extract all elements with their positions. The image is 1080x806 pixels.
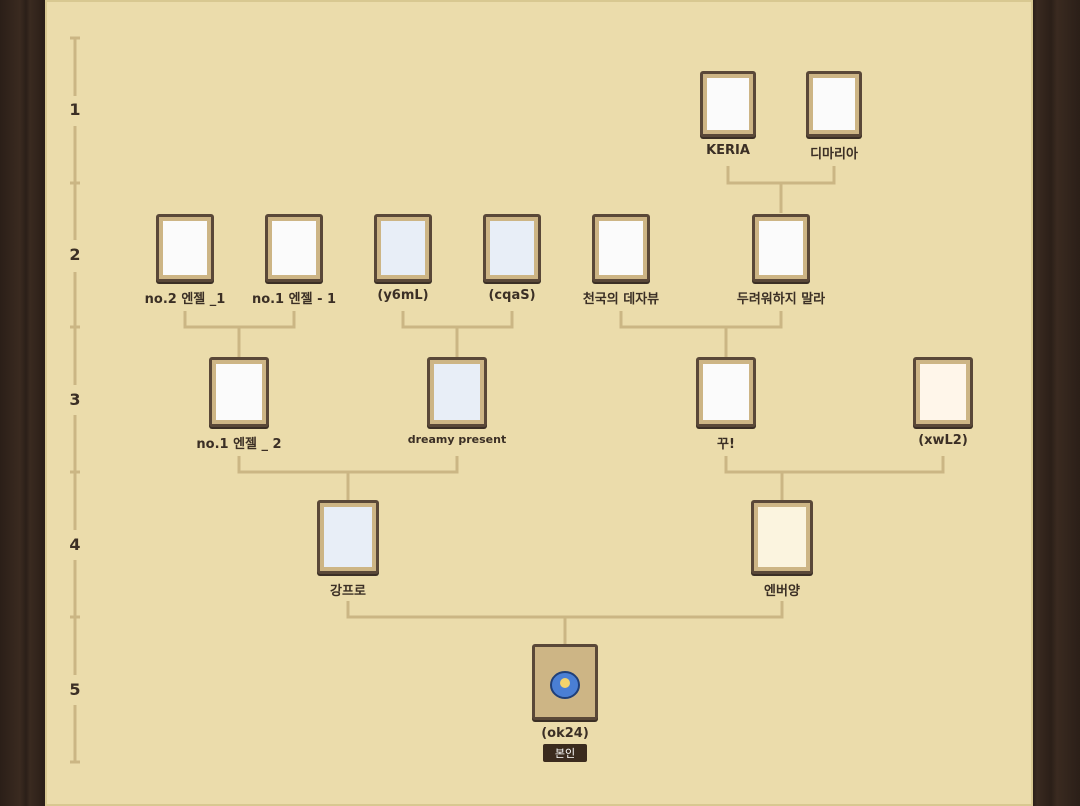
white-dragon-icon[interactable] bbox=[700, 71, 756, 137]
tree-node-no2-1[interactable]: no.2 엔젤 _1 bbox=[130, 214, 240, 307]
node-name: 강프로 bbox=[330, 584, 366, 599]
node-name: 디마리아 bbox=[810, 147, 858, 162]
node-name: no.1 엔젤 - 1 bbox=[251, 292, 337, 307]
node-name: (ok24) bbox=[541, 726, 589, 741]
tree-node-dimaria[interactable]: 디마리아 bbox=[779, 71, 889, 162]
node-name: dreamy present bbox=[407, 433, 507, 446]
white-dragon-icon[interactable] bbox=[265, 214, 323, 282]
left-frame bbox=[0, 0, 45, 806]
tree-node-xwl2[interactable]: (xwL2) bbox=[888, 357, 998, 448]
orange-dragon-icon[interactable] bbox=[913, 357, 973, 427]
tree-node-dreamy[interactable]: dreamy present bbox=[402, 357, 512, 446]
egg-icon[interactable] bbox=[532, 644, 598, 720]
tree-node-cqas[interactable]: (cqaS) bbox=[457, 214, 567, 303]
node-name: no.2 엔젤 _1 bbox=[144, 292, 226, 307]
generation-label: 5 bbox=[69, 680, 81, 699]
node-name: no.1 엔젤 _ 2 bbox=[196, 437, 282, 452]
node-name: 천국의 데자뷰 bbox=[582, 292, 660, 307]
tree-node-keria[interactable]: KERIA bbox=[673, 71, 783, 158]
tree-node-kku[interactable]: 꾸! bbox=[671, 357, 781, 452]
blue-dragon-icon[interactable] bbox=[483, 214, 541, 282]
tree-node-gangpro[interactable]: 강프로 bbox=[293, 500, 403, 599]
node-name: (xwL2) bbox=[918, 433, 968, 448]
generation-label: 3 bbox=[69, 390, 81, 409]
white-dragon-icon[interactable] bbox=[209, 357, 269, 427]
tree-node-heaven[interactable]: 천국의 데자뷰 bbox=[566, 214, 676, 307]
tree-node-enbeoyang[interactable]: 엔버양 bbox=[727, 500, 837, 599]
tree-node-y6ml[interactable]: (y6mL) bbox=[348, 214, 458, 303]
blue-dragon-icon[interactable] bbox=[317, 500, 379, 574]
blue-dragon-icon[interactable] bbox=[374, 214, 432, 282]
white-dragon-icon[interactable] bbox=[806, 71, 862, 137]
tree-node-no1-1[interactable]: no.1 엔젤 - 1 bbox=[239, 214, 349, 307]
gold-dragon-icon[interactable] bbox=[751, 500, 813, 574]
white-dragon-icon[interactable] bbox=[752, 214, 810, 282]
white-dragon-icon[interactable] bbox=[156, 214, 214, 282]
node-name: 엔버양 bbox=[764, 584, 800, 599]
generation-label: 4 bbox=[69, 535, 81, 554]
generation-label: 1 bbox=[69, 100, 81, 119]
node-name: 두려워하지 말라 bbox=[736, 292, 826, 307]
node-name: 꾸! bbox=[717, 437, 735, 452]
white-dragon-icon[interactable] bbox=[696, 357, 756, 427]
right-frame bbox=[1033, 0, 1080, 806]
tree-node-no1-2[interactable]: no.1 엔젤 _ 2 bbox=[184, 357, 294, 452]
self-badge: 본인 bbox=[542, 744, 588, 762]
node-name: KERIA bbox=[706, 143, 750, 158]
generation-label: 2 bbox=[69, 245, 81, 264]
white-dragon-icon[interactable] bbox=[592, 214, 650, 282]
node-name: (y6mL) bbox=[377, 288, 429, 303]
node-name: (cqaS) bbox=[488, 288, 536, 303]
tree-node-ok24[interactable]: (ok24) 본인 bbox=[510, 644, 620, 762]
blue-dragon-icon[interactable] bbox=[427, 357, 487, 427]
tree-node-dontfear[interactable]: 두려워하지 말라 bbox=[726, 214, 836, 307]
